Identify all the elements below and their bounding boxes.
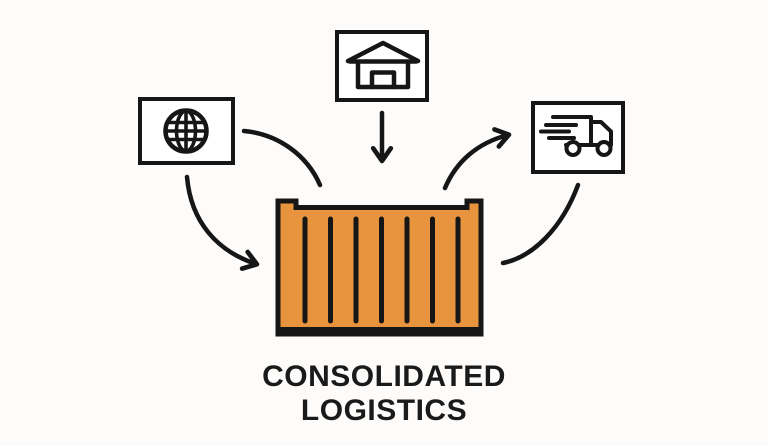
diagram-title: CONSOLIDATED LOGISTICS	[0, 360, 768, 428]
title-line-1: CONSOLIDATED	[262, 360, 506, 393]
shipping-container	[275, 198, 484, 337]
truck-destination-box	[531, 101, 625, 174]
container-corrugation	[302, 216, 461, 324]
arrow-container-to-truck	[442, 127, 512, 191]
curve-container-to-truck-lower	[500, 182, 581, 266]
warehouse-source-box	[335, 30, 429, 102]
globe-icon	[163, 108, 209, 154]
warehouse-icon	[345, 40, 421, 90]
curve-globe-to-container-top	[241, 128, 323, 188]
delivery-truck-icon	[539, 115, 613, 157]
connectors	[184, 110, 581, 271]
globe-source-box	[138, 97, 235, 165]
container-bottom-rail	[278, 327, 481, 335]
title-line-2: LOGISTICS	[300, 394, 468, 427]
arrow-globe-to-container-left	[184, 174, 260, 271]
